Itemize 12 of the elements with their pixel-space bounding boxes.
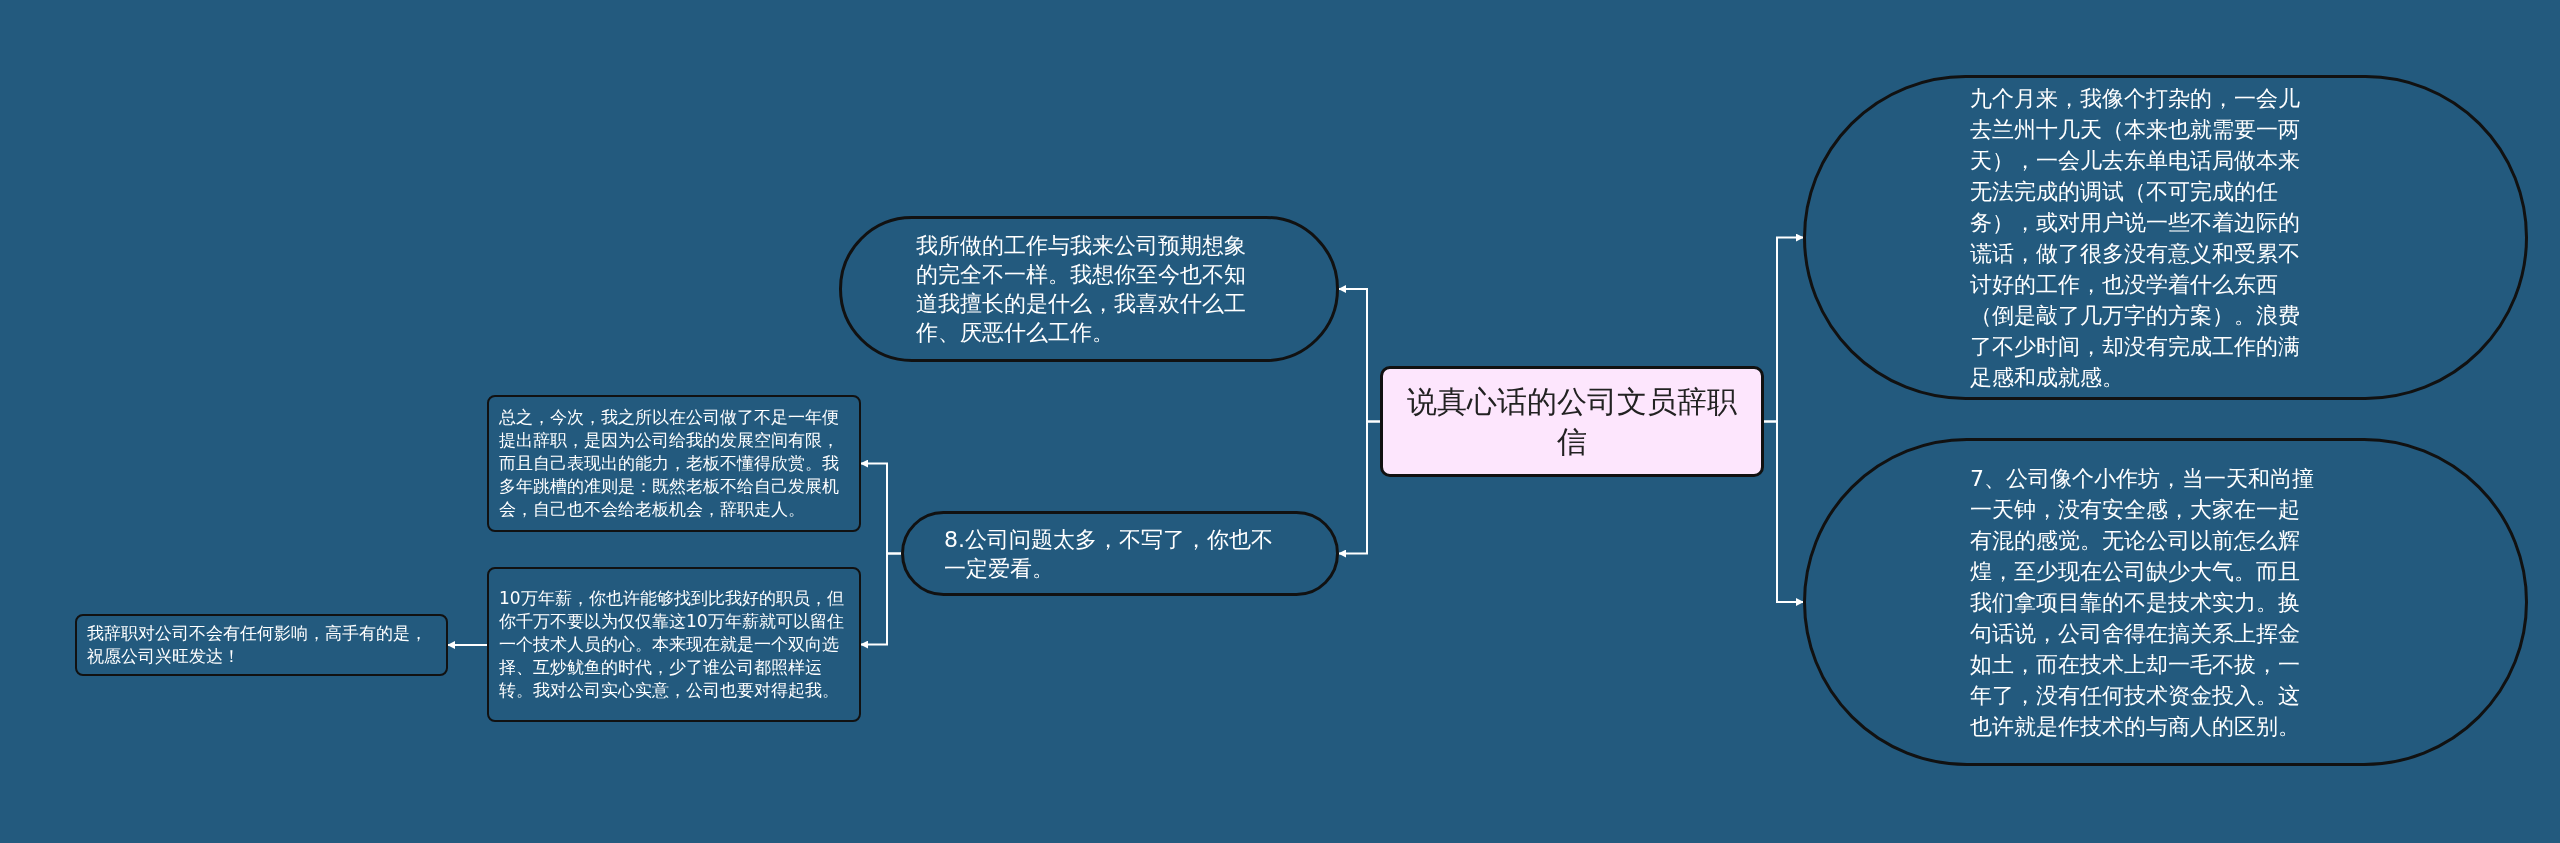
topic-box: 说真心话的公司文员辞职信 bbox=[1380, 366, 1764, 477]
note-box: 我辞职对公司不会有任何影响，高手有的是，祝愿公司兴旺发达！ bbox=[75, 614, 448, 676]
idea-pill: 8.公司问题太多，不写了，你也不一定爱看。 bbox=[901, 511, 1339, 596]
idea-pill: 7、公司像个小作坊，当一天和尚撞一天钟，没有安全感，大家在一起有混的感觉。无论公司以前怎么辉煌，至少现在公司缺少大气。而且我们拿项目靠的不是技术实力。换句话说，公司舍得在搞关系上挥金如土，而在技术上却一毛不拔，一年了，没有任何技术资金投入。这也许就是作技术的与商人的区别。 bbox=[1803, 438, 2528, 766]
arrow bbox=[447, 641, 488, 649]
arrow bbox=[1763, 420, 1804, 606]
arrow bbox=[1338, 420, 1381, 558]
note-box: 总之，今次，我之所以在公司做了不足一年便提出辞职，是因为公司给我的发展空间有限，而且自己表现出的能力，老板不懂得欣赏。我多年跳槽的准则是：既然老板不给自己发展机会，自己也不会给老板机会，辞职走人。 bbox=[487, 395, 861, 532]
arrow bbox=[860, 552, 902, 649]
idea-pill: 我所做的工作与我来公司预期想象的完全不一样。我想你至今也不知道我擅长的是什么，我喜欢什么工作、厌恶什么工作。 bbox=[839, 216, 1339, 362]
note-box: 10万年薪，你也许能够找到比我好的职员，但你千万不要以为仅仅靠这10万年薪就可以留住一个技术人员的心。本来现在就是一个双向选择、互炒鱿鱼的时代，少了谁公司都照样运转。我对公司实心实意，公司也要对得起我。 bbox=[487, 567, 861, 722]
idea-pill: 九个月来，我像个打杂的，一会儿去兰州十几天（本来也就需要一两天），一会儿去东单电话局做本来无法完成的调试（不可完成的任务），或对用户说一些不着边际的谎话，做了很多没有意义和受累不讨好的工作，也没学着什么东西（倒是敲了几万字的方案）。浪费了不少时间，却没有完成工作的满足感和成就感。 bbox=[1803, 75, 2528, 400]
